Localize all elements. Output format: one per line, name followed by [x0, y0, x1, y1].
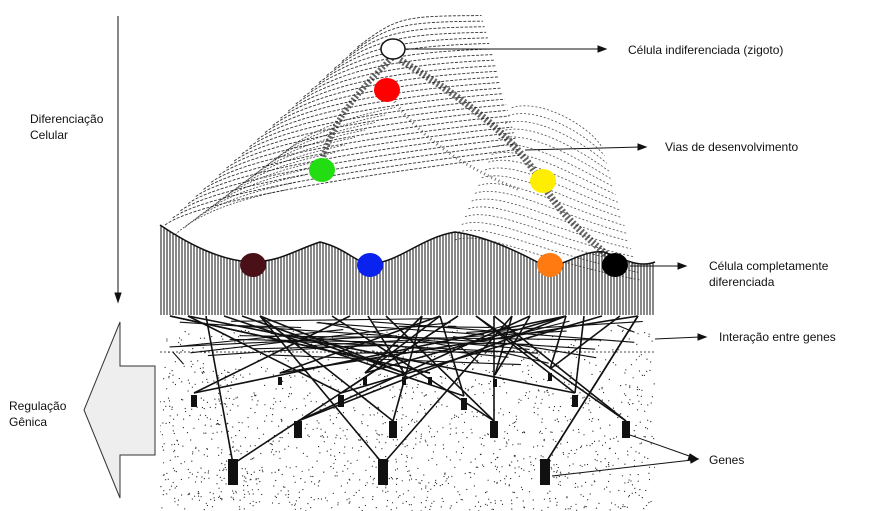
pathways-label: Vias de desenvolvimento — [665, 140, 799, 154]
gene-interaction-label: Interação entre genes — [719, 330, 836, 344]
callout-arrows — [405, 45, 708, 477]
genes-label: Genes — [709, 453, 745, 467]
yellow-cell — [530, 169, 556, 193]
maroon-cell — [240, 253, 266, 277]
zygote-label: Célula indiferenciada (zigoto) — [628, 43, 784, 57]
gene-regulation-arrow — [83, 321, 156, 499]
gene-regulation-label-line2: Gênica — [9, 415, 48, 429]
orange-cell — [537, 253, 563, 277]
gene-regulation-label-line1: Regulação — [9, 399, 67, 413]
zygote-cell — [380, 38, 406, 60]
epigenetic-landscape — [160, 0, 655, 281]
differentiated-cell-label-line1: Célula completamente — [709, 259, 829, 273]
gene-network — [160, 315, 655, 511]
cell-differentiation-label-line1: Diferenciação — [30, 112, 104, 126]
cells — [240, 38, 628, 277]
red-cell — [374, 78, 400, 102]
green-cell — [309, 158, 335, 182]
differentiated-cell-label-line2: diferenciada — [709, 275, 775, 289]
blue-cell — [357, 253, 383, 277]
cell-differentiation-label-line2: Celular — [30, 128, 69, 142]
black-cell — [602, 253, 628, 277]
cell-differentiation-arrow — [114, 16, 122, 304]
